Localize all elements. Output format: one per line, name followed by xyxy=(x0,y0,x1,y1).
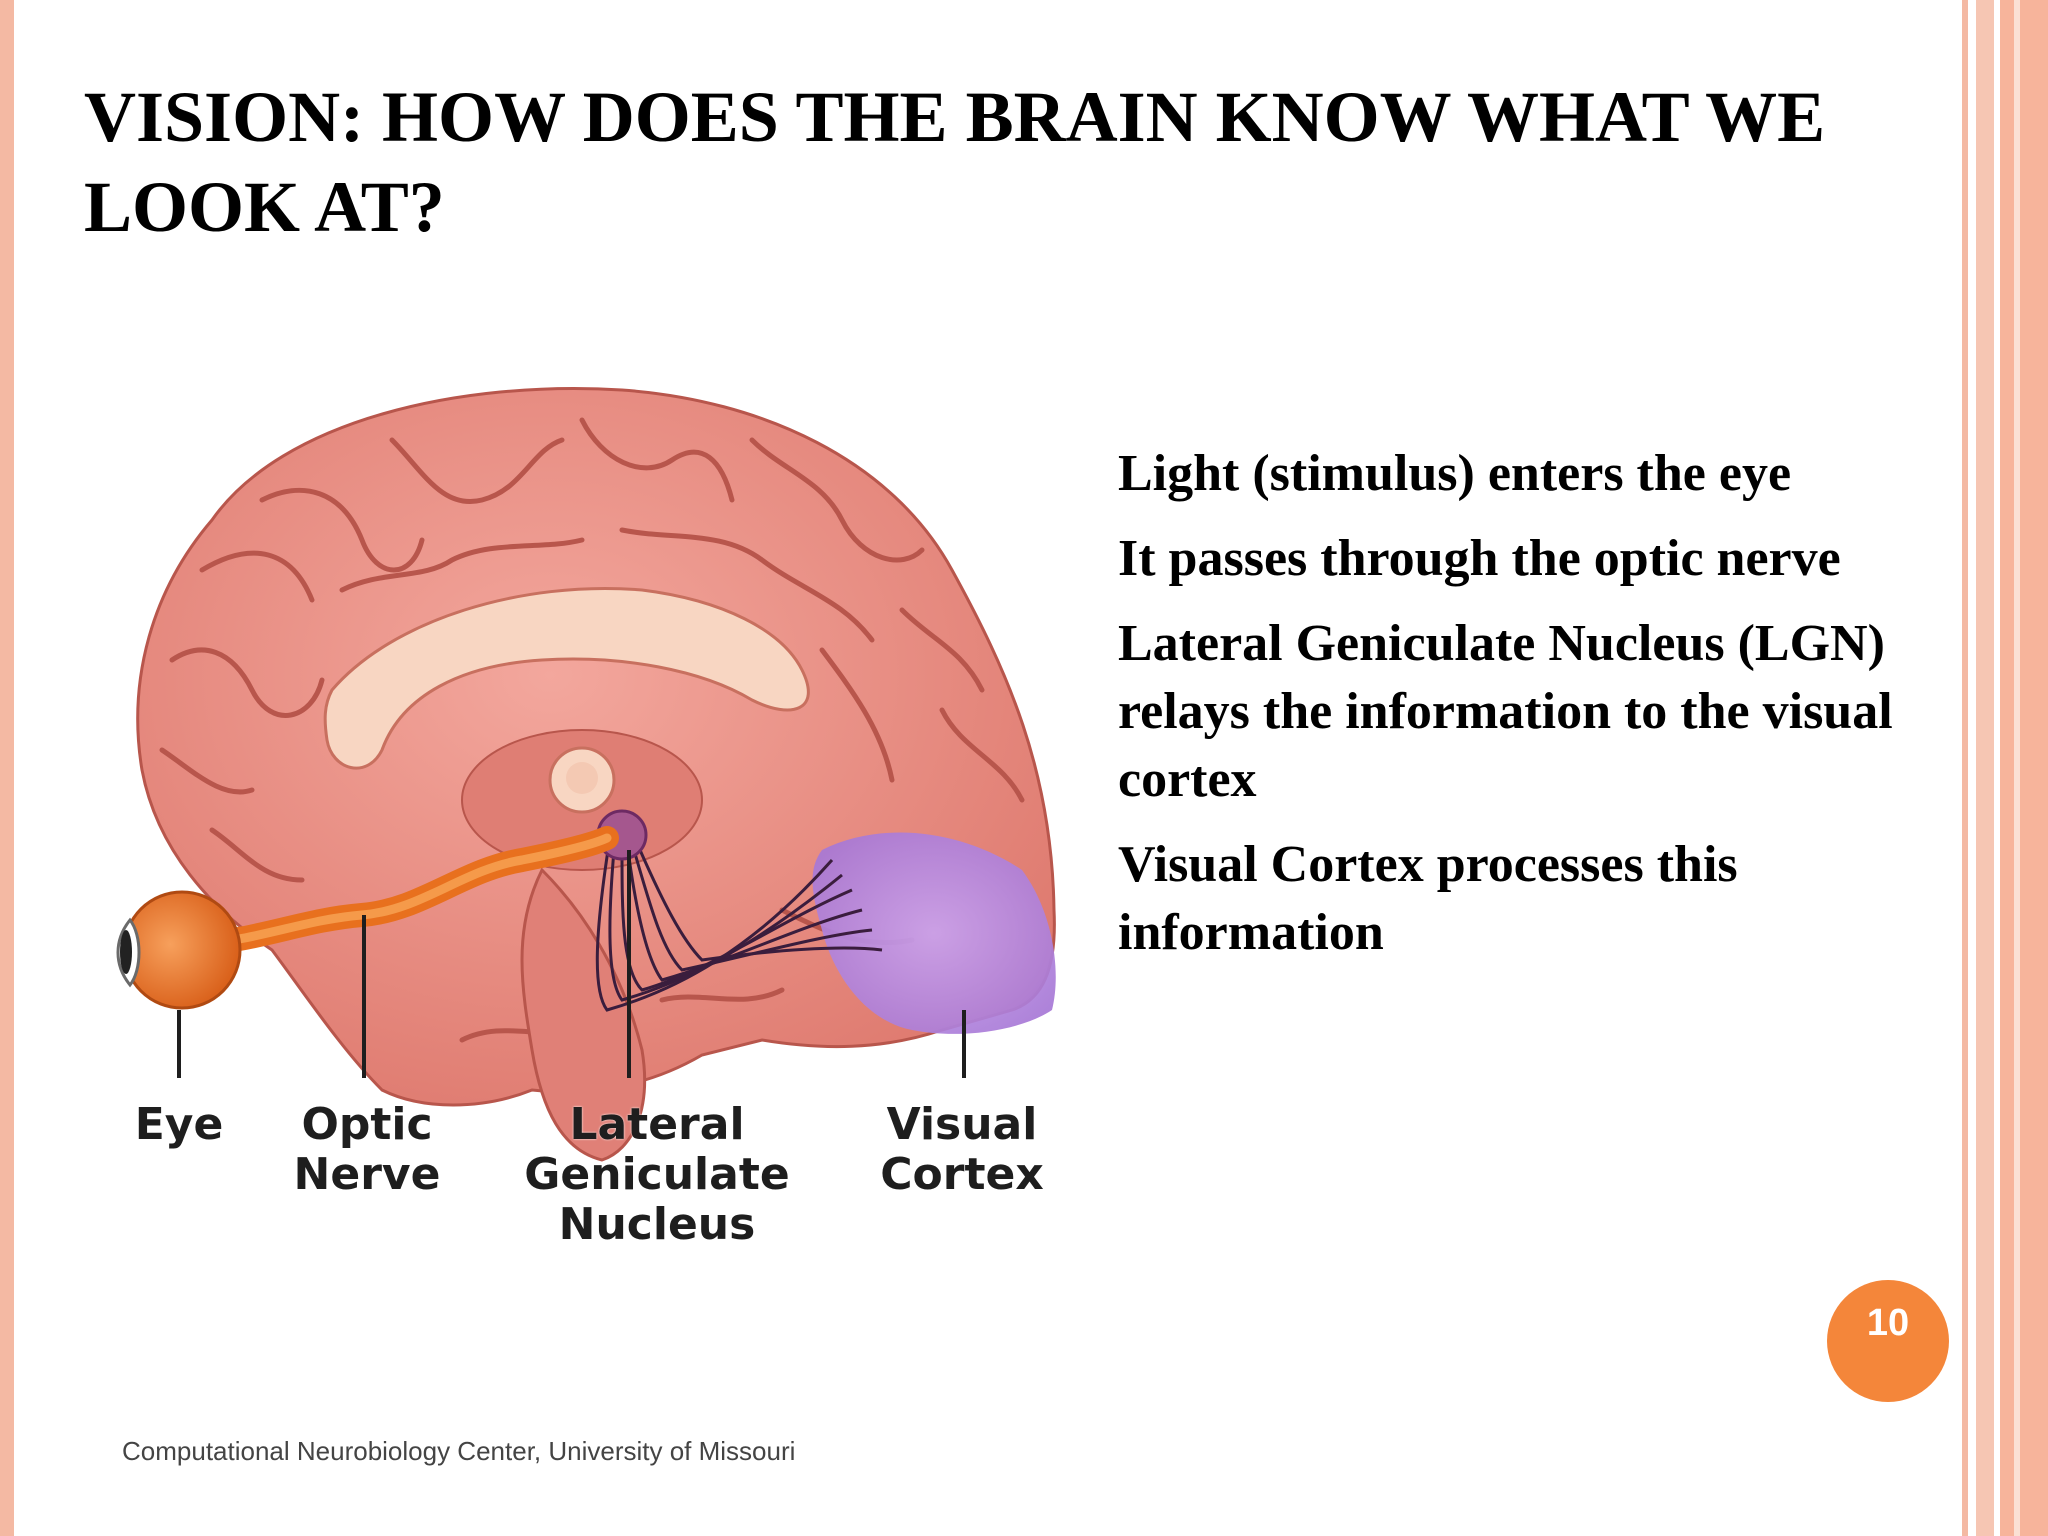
page-number: 10 xyxy=(1866,1302,1910,1344)
page-number-badge: 10 xyxy=(1827,1280,1949,1402)
right-border-decoration xyxy=(1962,0,1968,1536)
label-geniculate-text: Geniculate xyxy=(524,1149,790,1200)
brain-vision-diagram: Eye Optic Nerve Lateral Geniculate Nucle… xyxy=(62,350,1072,1310)
label-optic-nerve: Optic Nerve xyxy=(292,1100,442,1200)
label-nerve-text: Nerve xyxy=(293,1149,441,1200)
left-border-decoration xyxy=(0,0,14,1536)
slide-title: VISION: HOW DOES THE BRAIN KNOW WHAT WE … xyxy=(84,77,1826,247)
optic-radiations xyxy=(595,849,883,1012)
label-lateral-text: Lateral xyxy=(569,1099,745,1150)
label-visual-text: Visual xyxy=(886,1099,1038,1150)
right-border-decoration xyxy=(2014,0,2020,1536)
pointer-lines xyxy=(177,850,966,1078)
label-cortex-text: Cortex xyxy=(880,1149,1044,1200)
bullet-item: Lateral Geniculate Nucleus (LGN) relays … xyxy=(1118,615,1893,808)
label-visual-cortex: Visual Cortex xyxy=(872,1100,1052,1200)
label-optic-text: Optic xyxy=(301,1099,433,1150)
right-border-decoration xyxy=(2000,0,2048,1536)
corpus-callosum xyxy=(323,586,810,770)
bullet-item: Visual Cortex processes this information xyxy=(1118,836,1738,961)
label-lgn: Lateral Geniculate Nucleus xyxy=(522,1100,792,1250)
bullet-item: Light (stimulus) enters the eye xyxy=(1118,445,1792,502)
label-eye-text: Eye xyxy=(134,1099,224,1150)
bullet-item: It passes through the optic nerve xyxy=(1118,530,1841,587)
brain-gyri xyxy=(159,417,1025,1043)
right-border-decoration xyxy=(1976,0,1994,1536)
footer-credit: Computational Neurobiology Center, Unive… xyxy=(122,1436,796,1466)
label-nucleus-text: Nucleus xyxy=(558,1199,756,1250)
label-eye: Eye xyxy=(124,1100,234,1150)
bullet-list: Light (stimulus) enters the eye It passe… xyxy=(1118,440,1978,984)
eyeball xyxy=(122,890,242,1010)
visual-cortex-region xyxy=(812,832,1056,1034)
brain-illustration xyxy=(116,387,1056,1162)
